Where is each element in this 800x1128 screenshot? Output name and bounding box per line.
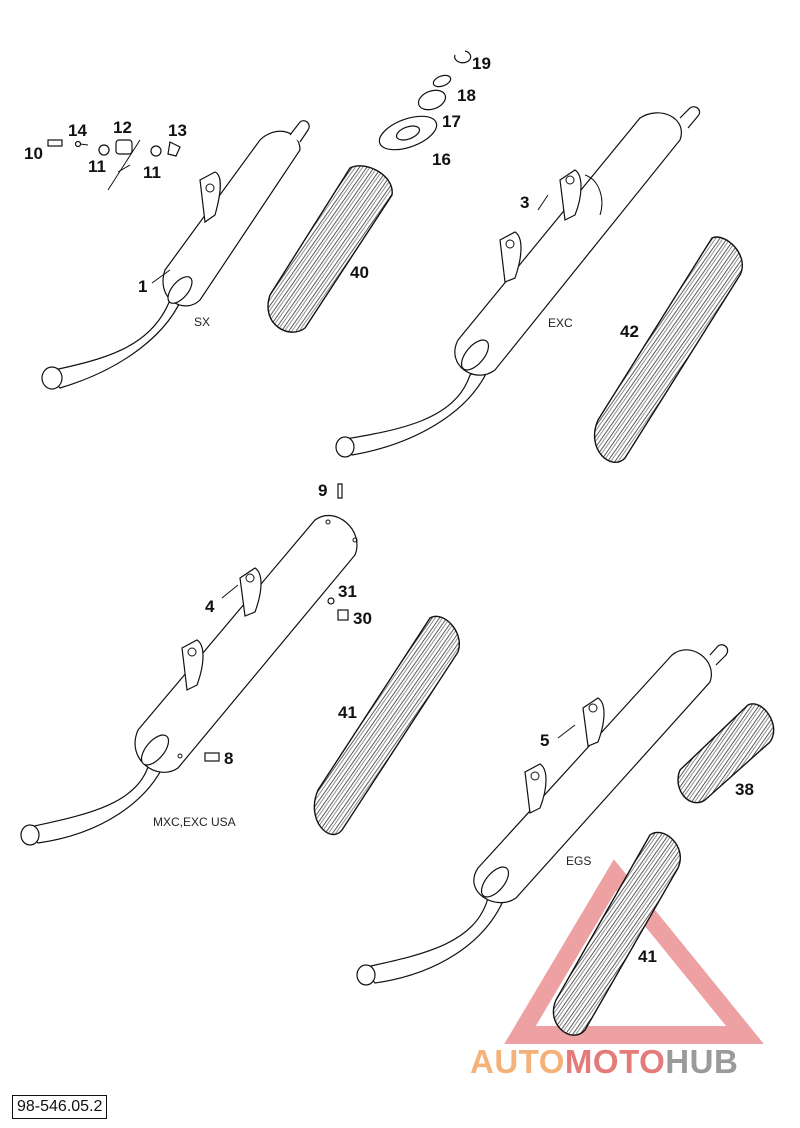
drawing-code: 98-546.05.2 [12, 1095, 108, 1119]
callout-5: 5 [540, 731, 549, 750]
watermark-part-hub: HUB [665, 1043, 739, 1080]
muffler-sx [41, 120, 310, 390]
callout-12: 12 [113, 118, 132, 137]
callout-41-right: 41 [638, 947, 657, 966]
muffler-mxc [20, 514, 358, 846]
variant-label-mxc: MXC,EXC USA [153, 815, 236, 829]
callout-3: 3 [520, 193, 529, 212]
mesh-insert-41-left [313, 615, 461, 836]
variant-label-egs: EGS [566, 854, 591, 868]
callout-17: 17 [442, 112, 461, 131]
end-cap-parts [378, 50, 472, 151]
callout-31: 31 [338, 582, 357, 601]
callout-9: 9 [318, 481, 327, 500]
variant-label-sx: SX [194, 315, 210, 329]
watermark-part-auto: AUTO [470, 1043, 565, 1080]
callout-1: 1 [138, 277, 147, 296]
callout-11-left: 11 [88, 157, 106, 176]
mesh-insert-42 [593, 236, 743, 463]
mounting-hardware [47, 139, 181, 191]
callout-14: 14 [68, 121, 87, 140]
muffler-egs [356, 644, 729, 986]
watermark-triangle [504, 859, 764, 1044]
watermark-logo: AUTOMOTOHUB [470, 1043, 738, 1081]
callout-11-right: 11 [143, 163, 161, 182]
callout-42: 42 [620, 322, 639, 341]
mesh-insert-40 [267, 165, 393, 333]
callout-38: 38 [735, 780, 754, 799]
callout-10: 10 [24, 144, 43, 163]
callout-19: 19 [472, 54, 491, 73]
leader-lines [79, 143, 576, 739]
watermark-part-moto: MOTO [564, 1043, 666, 1080]
callout-18: 18 [457, 86, 476, 105]
callout-4: 4 [205, 597, 215, 616]
bolt-9 [337, 483, 343, 499]
callout-13: 13 [168, 121, 187, 140]
callout-30: 30 [353, 609, 372, 628]
callout-8: 8 [224, 749, 233, 768]
muffler-exc [335, 106, 701, 458]
mesh-insert-41-right [552, 831, 681, 1036]
callout-16: 16 [432, 150, 451, 169]
callout-40: 40 [350, 263, 369, 282]
variant-label-exc: EXC [548, 316, 573, 330]
callout-41-left: 41 [338, 703, 357, 722]
mesh-insert-38 [677, 703, 775, 804]
